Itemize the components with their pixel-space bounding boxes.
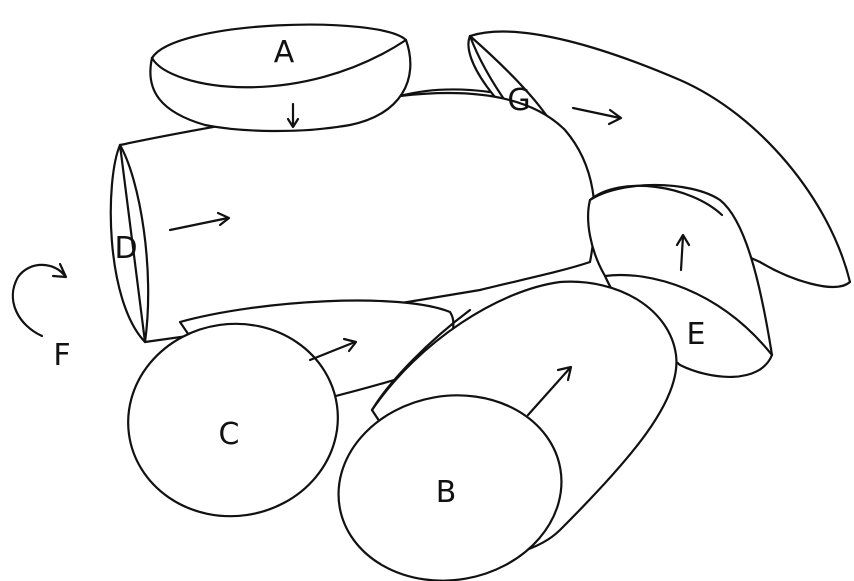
- label-d: D: [114, 231, 137, 266]
- label-c: C: [219, 417, 240, 452]
- label-e: E: [687, 317, 706, 352]
- label-g: G: [507, 83, 530, 118]
- label-a: A: [274, 35, 295, 70]
- label-f: F: [53, 338, 70, 373]
- rotation-arrow-f: [13, 264, 66, 336]
- label-b: B: [436, 475, 457, 510]
